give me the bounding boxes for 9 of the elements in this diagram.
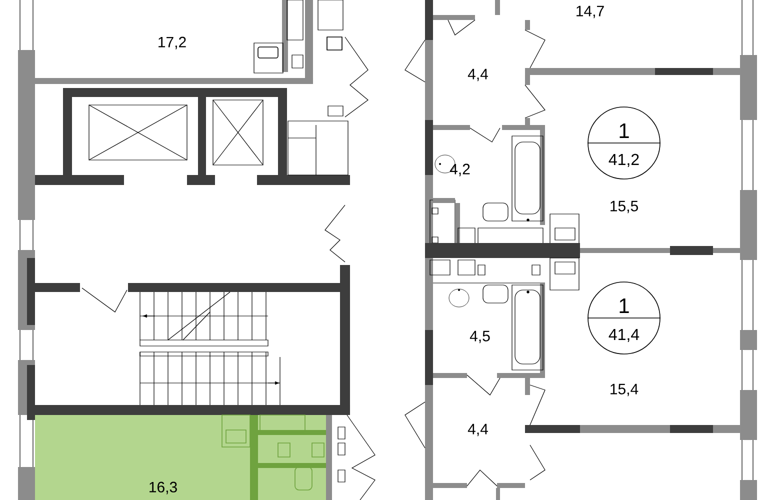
room-area-label: 15,5 (610, 200, 638, 214)
room-area-label: 15,4 (610, 384, 638, 396)
room-area-label: 4,2 (450, 164, 470, 176)
room-area-label: 4,4 (468, 68, 488, 82)
room-area-label: 4,5 (470, 330, 490, 344)
room-area-label: 4,4 (468, 424, 488, 436)
room-area-label: 16,3 (150, 482, 177, 494)
room-area-label: 17,2 (158, 36, 186, 50)
room-area-label: 14,7 (576, 6, 604, 18)
